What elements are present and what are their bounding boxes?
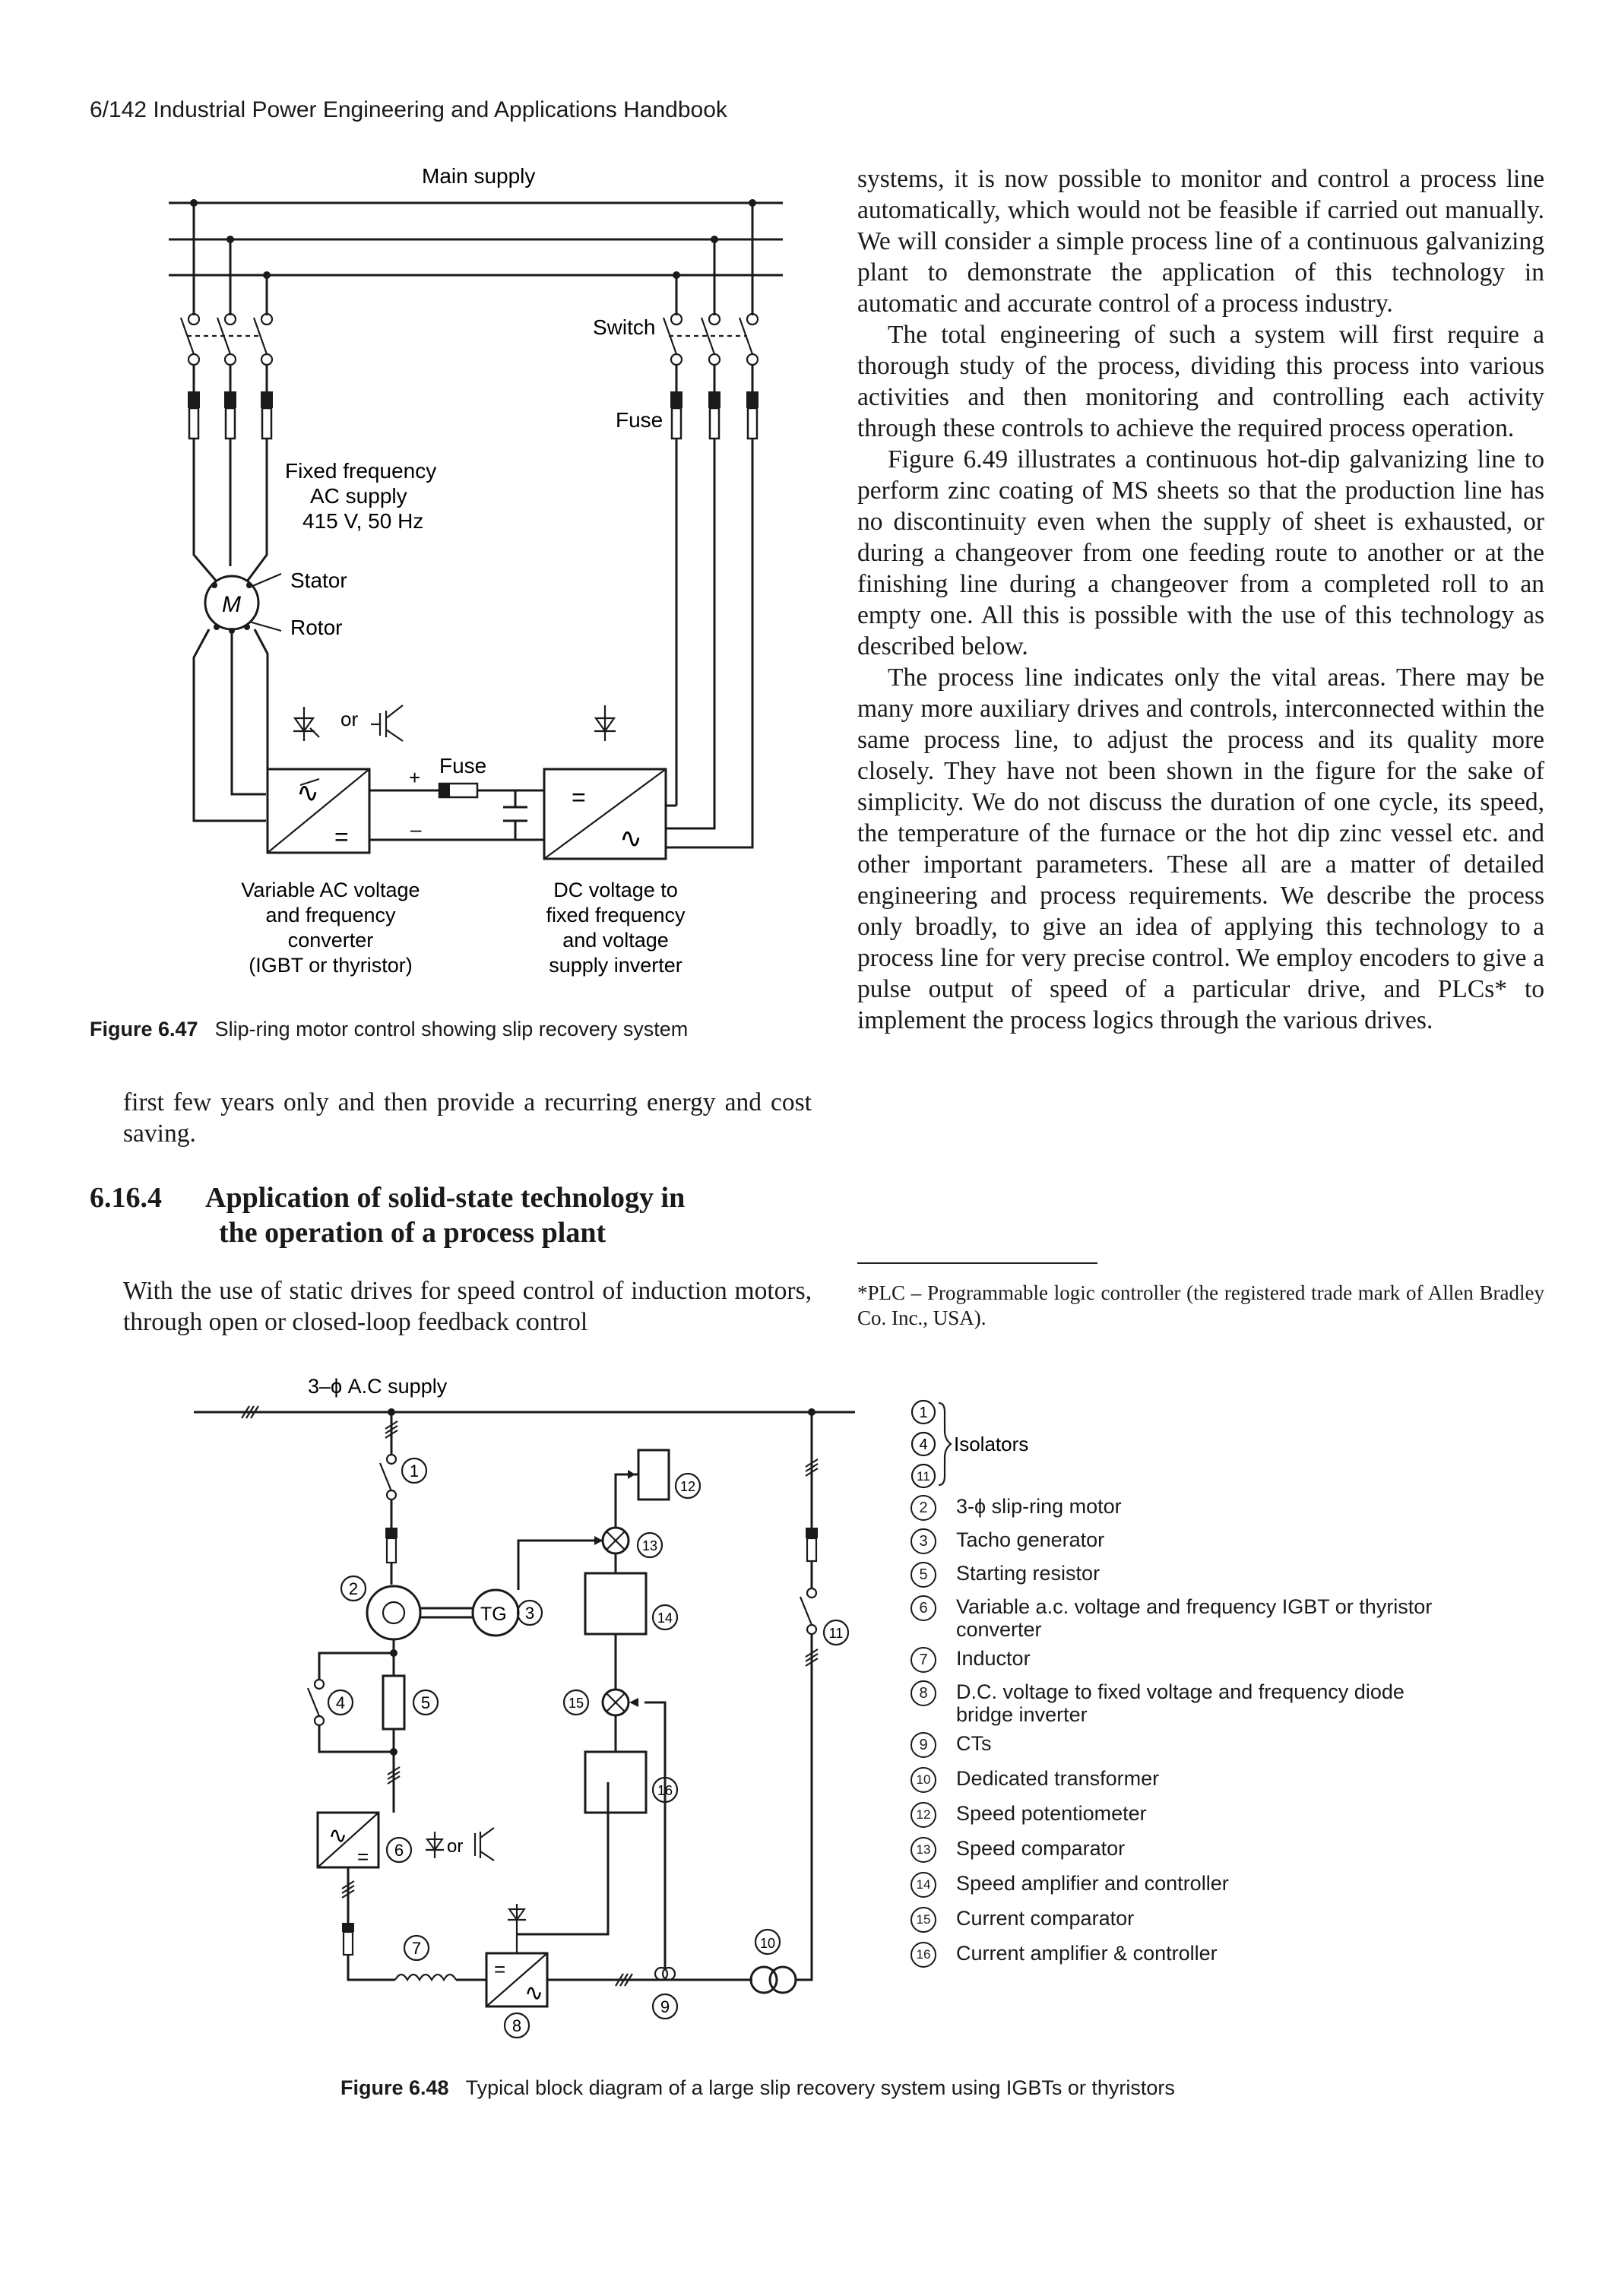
svg-text:16: 16 [657,1783,673,1798]
svg-text:12: 12 [680,1479,695,1494]
running-head: 6/142 Industrial Power Engineering and A… [90,97,727,122]
svg-text:∿: ∿ [524,1981,543,2006]
svg-text:=: = [357,1845,369,1868]
svg-text:13: 13 [642,1538,657,1553]
slip-ring-motor: M Stator Rotor [204,568,347,639]
svg-text:or: or [340,708,358,730]
diode-symbol [594,705,616,741]
svg-text:10: 10 [760,1936,775,1951]
ac-converter-box: ∿ = [266,768,371,854]
legend-item: 8 D.C. voltage to fixed voltage and freq… [911,1679,1564,1729]
paragraph: systems, it is now possible to monitor a… [857,165,1544,318]
paragraph: The total engineering of such a system w… [857,321,1544,442]
left-supply-branches [179,199,274,582]
figure-48-legend: 1 4 11 Isolators [911,1399,1028,1489]
figure-6-47-diagram: Main supply M [169,164,783,977]
svg-text:2: 2 [349,1579,358,1598]
ac-supply-label: 3–ϕ A.C supply [308,1375,448,1398]
paragraph: The process line indicates only the vita… [857,663,1544,1034]
paragraph: Figure 6.49 illustrates a continuous hot… [857,445,1544,660]
svg-text:8: 8 [512,2016,521,2035]
right-supply-branches [662,199,759,440]
svg-text:4: 4 [336,1693,345,1712]
legend-item: 16 Current amplifier & controller [911,1940,1564,1971]
svg-text:∿: ∿ [619,822,642,853]
legend-item: 10 Dedicated transformer [911,1766,1564,1796]
svg-text:DC voltage to: DC voltage to [553,879,678,901]
footnote-rule [857,1262,1097,1264]
svg-text:Variable AC voltage: Variable AC voltage [241,879,420,901]
svg-text:or: or [447,1836,463,1857]
svg-text:7: 7 [412,1939,421,1958]
svg-text:6: 6 [394,1841,404,1860]
svg-text:4: 4 [919,1436,927,1453]
svg-text:∿: ∿ [328,1823,347,1848]
legend-item: 2 3-ϕ slip-ring motor [911,1493,1564,1524]
rotor-label: Rotor [290,616,342,639]
section-intro-text: With the use of static drives for speed … [123,1277,812,1336]
main-supply-label: Main supply [422,164,535,188]
svg-text:and voltage: and voltage [562,929,669,952]
stator-label: Stator [290,568,347,592]
fixed-frequency-label: Fixed frequency [285,459,436,483]
left-column-continuation: first few years only and then provide a … [123,1088,812,1148]
legend-item: 6 Variable a.c. voltage and frequency IG… [911,1594,1564,1644]
svg-text:M: M [222,592,241,617]
svg-text:11: 11 [917,1469,930,1484]
fuse-label: Fuse [616,408,663,432]
svg-text:1: 1 [919,1405,927,1421]
svg-text:415 V, 50 Hz: 415 V, 50 Hz [302,509,423,533]
svg-text:–: – [410,818,422,841]
legend-item: 3 Tacho generator [911,1527,1564,1557]
figure-6-48-diagram: 3–ϕ A.C supply TG [194,1375,1028,2039]
legend-item: 5 Starting resistor [911,1560,1564,1591]
legend-item: 15 Current comparator [911,1905,1564,1936]
svg-text:9: 9 [660,1997,670,2016]
legend-item: 14 Speed amplifier and controller [911,1870,1564,1901]
svg-text:14: 14 [657,1610,673,1626]
dc-fuse-label: Fuse [439,754,486,777]
svg-text:converter: converter [288,929,374,952]
inverter-box: = ∿ [543,768,667,860]
svg-text:=: = [494,1958,505,1981]
svg-text:5: 5 [421,1693,430,1712]
svg-text:=: = [334,823,349,850]
figure-48-node-numbers: 1 2 3 4 5 6 7 8 9 10 11 12 13 14 15 16 [327,1457,850,2039]
legend-item: 9 CTs [911,1731,1564,1761]
svg-text:supply inverter: supply inverter [549,954,682,977]
legend-item: 13 Speed comparator [911,1835,1564,1866]
right-column-text: systems, it is now possible to monitor a… [857,163,1544,1036]
svg-text:Isolators: Isolators [954,1433,1028,1455]
svg-text:11: 11 [829,1626,844,1641]
legend-item: 7 Inductor [911,1645,1564,1676]
legend-item: 12 Speed potentiometer [911,1800,1564,1831]
thyristor-or-igbt-symbol: or [293,705,404,742]
svg-text:(IGBT or thyristor): (IGBT or thyristor) [249,954,413,977]
svg-text:fixed frequency: fixed frequency [546,904,686,926]
svg-text:+: + [409,766,420,789]
svg-text:AC supply: AC supply [310,484,407,508]
svg-text:3: 3 [525,1604,534,1623]
footnote: *PLC – Programmable logic controller (th… [857,1281,1544,1329]
svg-text:and frequency: and frequency [265,904,396,926]
svg-text:15: 15 [568,1696,584,1711]
svg-text:1: 1 [410,1462,419,1481]
svg-text:TG: TG [480,1604,507,1625]
switch-label: Switch [593,315,655,339]
svg-text:=: = [572,784,586,811]
